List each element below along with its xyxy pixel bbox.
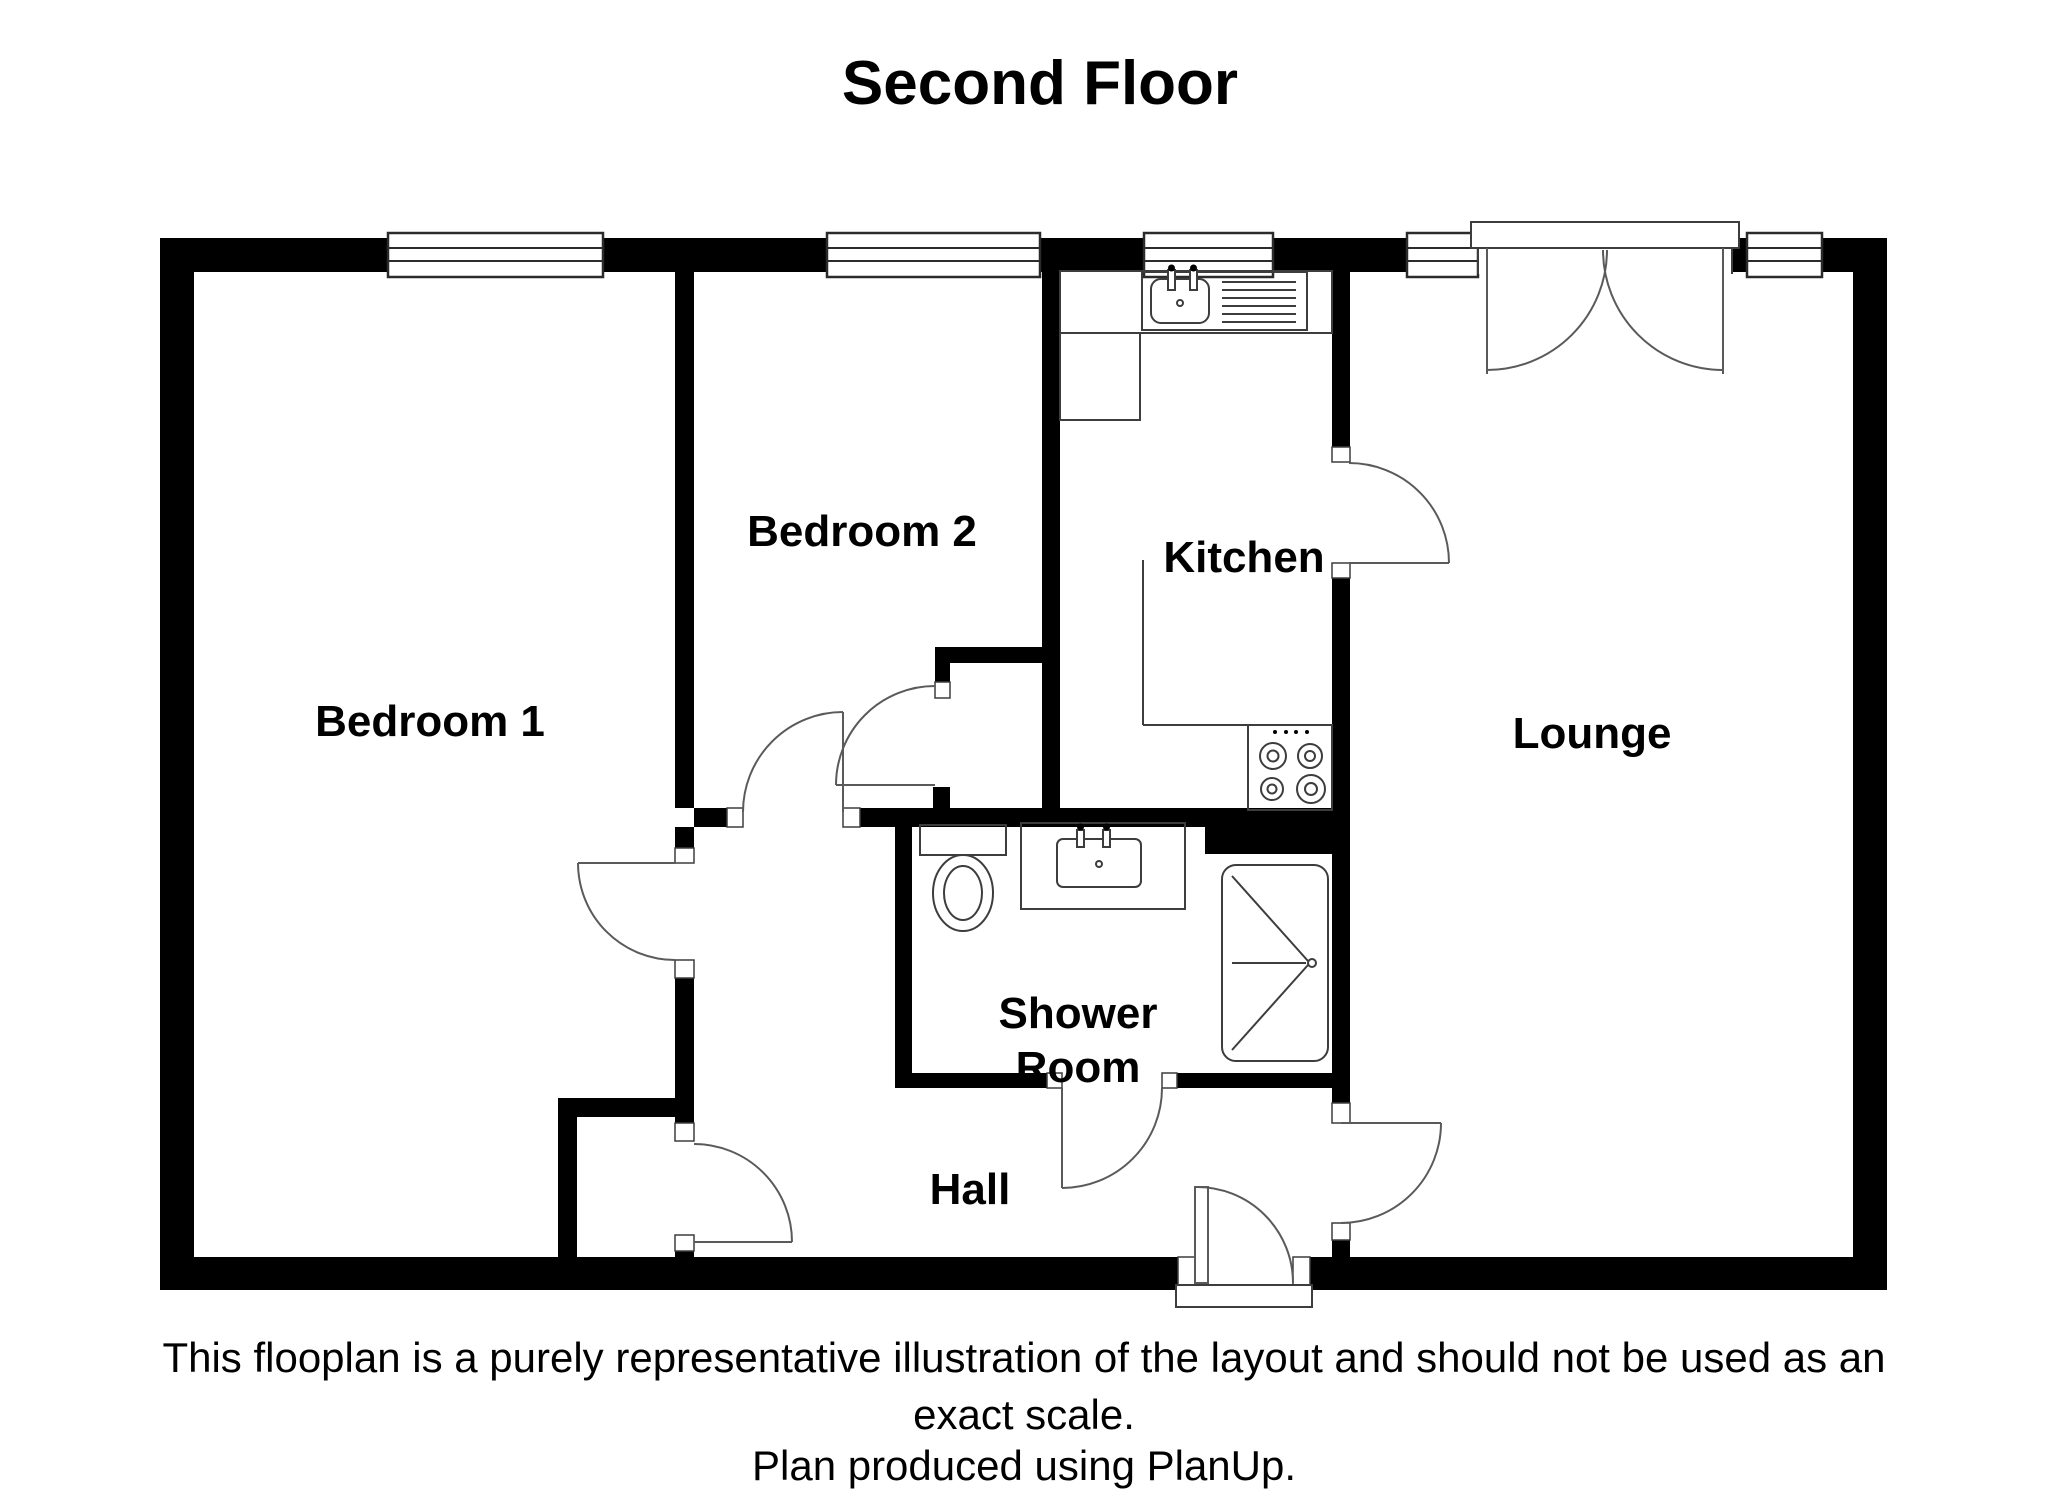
bedroom2-door (742, 711, 844, 813)
lounge-right-window (1745, 231, 1824, 279)
wall-segment (1332, 1240, 1350, 1257)
door-jamb (674, 847, 695, 864)
door-jamb (726, 807, 744, 828)
outer-walls (160, 238, 1887, 1290)
wall-segment (160, 238, 194, 1290)
wall-segment (1042, 272, 1060, 810)
hall-cupboard-door (835, 685, 936, 786)
interior-walls (558, 272, 1350, 1257)
wall-segment (935, 647, 1042, 663)
toilet-icon (919, 824, 1007, 932)
entrance-door-leaf (1194, 1186, 1209, 1284)
french-doors (1470, 221, 1740, 374)
bedroom1-window (386, 231, 605, 279)
lounge-label: Lounge (1513, 709, 1672, 758)
shower-room-fixtures (919, 822, 1329, 1062)
door-jamb (1046, 1072, 1063, 1089)
lounge-left-window (1405, 231, 1480, 279)
wall-segment (1332, 578, 1350, 810)
door-threshold-icon (1175, 1284, 1313, 1308)
wall-segment (895, 827, 912, 1073)
wall-segment (1177, 1073, 1350, 1088)
wall-segment (694, 808, 727, 827)
disclaimer-line2: exact scale. (913, 1391, 1135, 1438)
sink-with-drainer-icon (1141, 264, 1308, 331)
door-jamb (1161, 1072, 1178, 1089)
door-jamb (1331, 1222, 1351, 1241)
door-jamb (1331, 1102, 1351, 1124)
lounge-door (1340, 1122, 1442, 1224)
wall-segment (675, 272, 694, 808)
bedroom1-label: Bedroom 1 (315, 697, 545, 746)
footer-disclaimer: This flooplan is a purely representative… (162, 1334, 1885, 1489)
shower-room-label-line2: Room (1016, 1043, 1141, 1092)
wall-segment (1310, 1257, 1887, 1290)
door-jamb (674, 959, 695, 979)
closet-door (693, 1143, 793, 1243)
wall-segment (160, 1257, 1178, 1290)
shower-tray-icon (1221, 864, 1329, 1062)
kitchen-label: Kitchen (1163, 533, 1324, 582)
wall-segment (1332, 810, 1350, 1103)
door-jamb (1331, 446, 1351, 463)
disclaimer-line1: This flooplan is a purely representative… (162, 1334, 1885, 1381)
wall-segment (895, 1073, 1047, 1088)
windows (386, 231, 1824, 279)
wall-segment (675, 827, 694, 848)
wall-segment (675, 1251, 694, 1257)
wall-segment (675, 1117, 694, 1123)
four-ring-hob-icon (1247, 724, 1333, 811)
bedroom1-door (577, 862, 676, 961)
wall-segment (1332, 272, 1350, 447)
wall-segment (558, 1098, 694, 1117)
french-door-frame (1470, 221, 1740, 249)
door-jamb (934, 681, 951, 699)
wall-segment (933, 787, 950, 810)
shower-room-door (1061, 1087, 1163, 1189)
door-jamb (842, 807, 861, 828)
wall-segment (935, 663, 950, 682)
disclaimer-line3: Plan produced using PlanUp. (752, 1442, 1296, 1489)
kitchen-counter (1059, 332, 1141, 421)
hall-label: Hall (930, 1165, 1011, 1214)
wall-segment (558, 1117, 577, 1257)
entrance-door (1194, 1186, 1294, 1284)
kitchen-fixtures (1059, 264, 1333, 811)
kitchen-window (1142, 231, 1275, 279)
doors (577, 462, 1450, 1284)
room-labels: Bedroom 1 Bedroom 2 Kitchen Lounge Showe… (315, 507, 1671, 1214)
page-title: Second Floor (842, 49, 1238, 118)
door-jamb (674, 1122, 695, 1142)
shower-room-label-line1: Shower (999, 989, 1158, 1038)
wall-segment (675, 978, 694, 1098)
bedroom2-window (825, 231, 1042, 279)
kitchen-door (1348, 462, 1450, 564)
door-jambs (674, 446, 1351, 1291)
wall-segment (1042, 810, 1350, 827)
wash-basin-icon (1020, 822, 1186, 910)
door-jamb (1331, 562, 1351, 579)
bedroom2-label: Bedroom 2 (747, 507, 977, 556)
wall-segment (1853, 238, 1887, 1290)
door-jamb (674, 1234, 695, 1252)
